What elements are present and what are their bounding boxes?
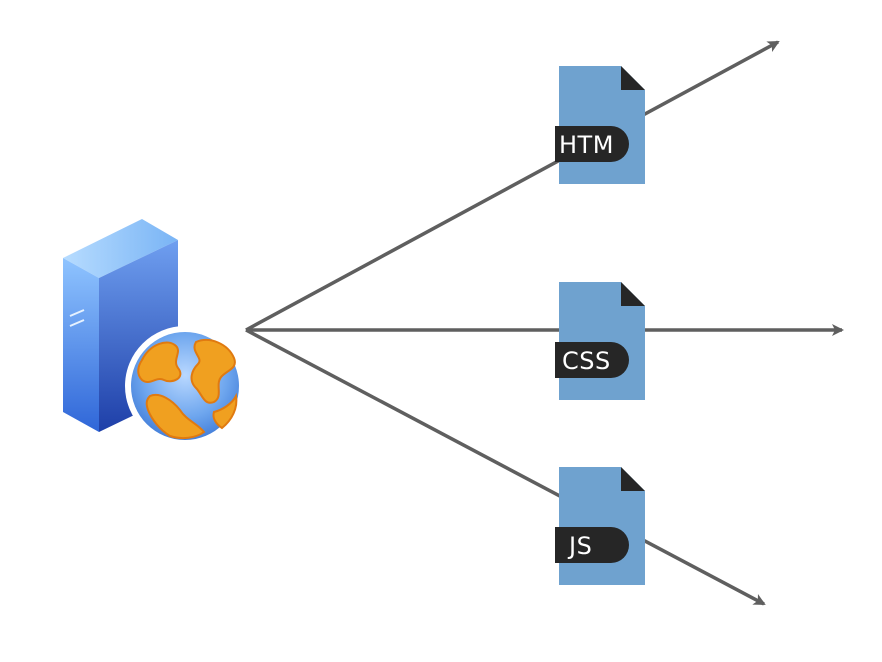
arrow-to-js [245, 328, 766, 606]
css-file-label: CSS [562, 347, 611, 375]
js-file-icon: JS [555, 467, 645, 585]
css-file-icon: CSS [555, 282, 645, 400]
arrows [245, 40, 844, 606]
web-server-globe-icon [63, 219, 245, 446]
arrow-to-html [245, 40, 780, 332]
html-file-icon: HTM [555, 66, 645, 184]
html-file-label: HTM [559, 131, 614, 159]
js-file-label: JS [567, 532, 592, 560]
